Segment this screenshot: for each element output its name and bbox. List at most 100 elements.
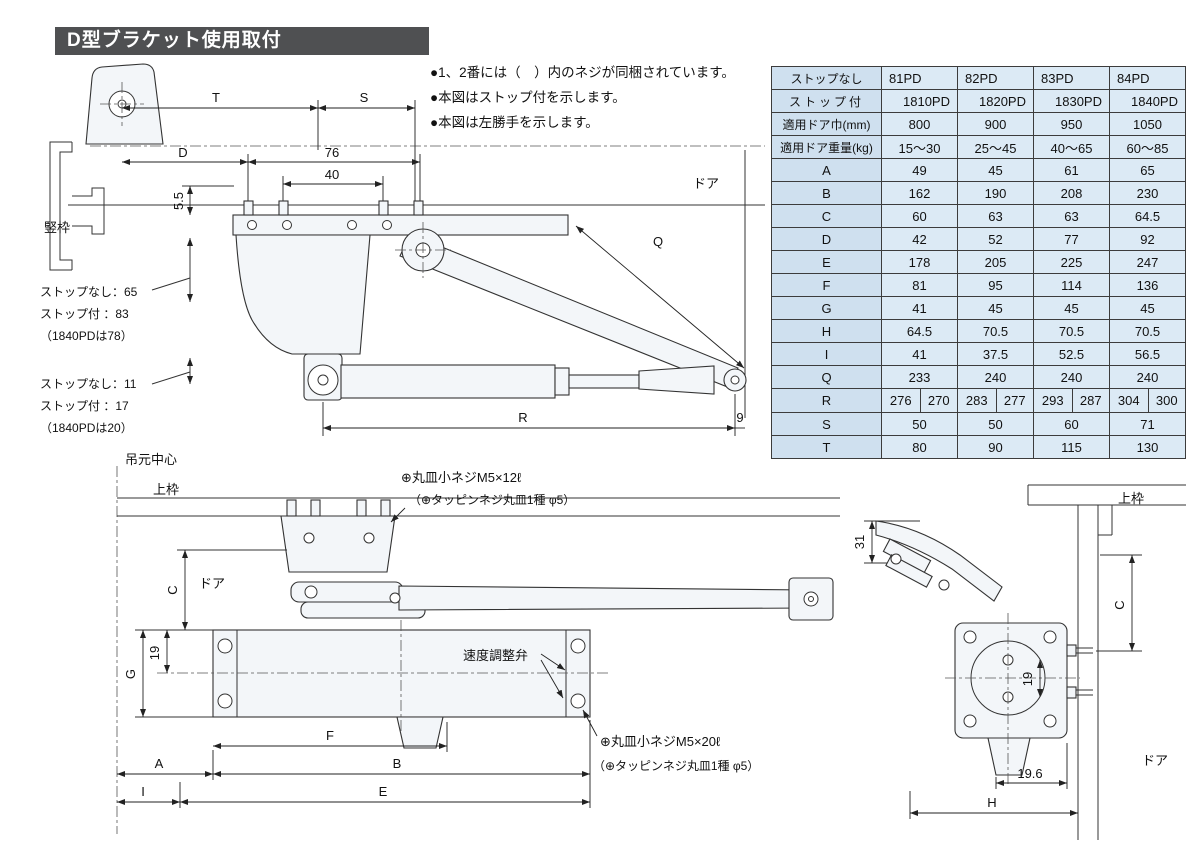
dim-label-9: 9 [736,410,743,425]
screw-note-bottom-2: （⊕タッピンネジ丸皿1種 φ5） [593,759,759,773]
dim-5-5: 5.5 [171,185,234,215]
info-cell: 1050 [1109,112,1186,136]
row-label: G [771,296,882,320]
dim-label-S: S [360,90,369,105]
top-frame-label: 上枠 [153,482,179,497]
dim-cell: 240 [1033,365,1110,389]
row-label: D [771,227,882,251]
stop-annotations-lower: ストップなし：11 ストップ付 ：17 （1840PDは20） [40,358,193,435]
dim-cell: 162 [881,181,958,205]
dim-T-S: T S [122,90,416,208]
dim-label-19: 19 [147,646,162,660]
dim-cell: 230 [1109,181,1186,205]
dim-cell: 52 [957,227,1034,251]
dim-label-5-5: 5.5 [171,192,186,210]
row-label: I [771,342,882,366]
dim-cell: 70.5 [1109,319,1186,343]
section-view-diagram: 上枠 ドア 31 [852,484,1186,840]
screw-note-top-2: （⊕タッピンネジ丸皿1種 φ5） [409,493,575,507]
notes: ●1、2番には（ ）内のネジが同梱されています。 ●本図はストップ付を示します。… [430,60,735,135]
dim-subcell: 277 [995,389,1033,412]
valve-arrow-1 [540,653,566,671]
dim-cell: 60 [1033,412,1110,436]
info-cell: 25〜45 [957,135,1034,159]
screw-note-bottom: ⊕丸皿小ネジM5×20ℓ [600,734,721,749]
dim-cell: 225 [1033,250,1110,274]
row-label: 適用ドア重量(kg) [771,135,882,159]
note-line: ●1、2番には（ ）内のネジが同梱されています。 [430,65,735,80]
dim-C-right: C [1096,554,1142,652]
closer-body-plan [157,620,610,749]
stop-note: ストップなし：11 [40,377,137,391]
dim-label-B: B [393,756,402,771]
dim-subcell: 304 [1117,393,1140,408]
door-label: ドア [1142,753,1168,768]
dim-cell: 37.5 [957,342,1034,366]
valve-arrow-2 [540,659,564,699]
dim-cell: 90 [957,435,1034,459]
row-label: F [771,273,882,297]
dim-cell: 71 [1109,412,1186,436]
dim-cell: 208 [1033,181,1110,205]
dim-cell: 81 [881,273,958,297]
bracket-plan [280,499,396,573]
screw-leader-bottom [582,709,598,737]
dim-cell: 77 [1033,227,1110,251]
dim-label-F: F [326,728,334,743]
row-label: ストップなし [771,66,882,90]
top-frame-section [1027,484,1186,840]
model-cell: 1830PD [1033,89,1110,113]
model-cell: 83PD [1033,66,1110,90]
dim-label-T: T [212,90,220,105]
dim-cell: 190 [957,181,1034,205]
dim-cell: 49 [881,158,958,182]
spring-tube-assembly [340,364,747,399]
dim-label-R: R [518,410,527,425]
dim-cell: 41 [881,296,958,320]
door-label: ドア [693,176,719,191]
info-cell: 40〜65 [1033,135,1110,159]
dim-cell: 50 [881,412,958,436]
dims-bottom: F A B I E [117,720,591,808]
dim-cell: 240 [1109,365,1186,389]
dim-19-6: 19.6 [995,743,1068,789]
dim-cell: 45 [1033,296,1110,320]
dim-label-A: A [155,756,164,771]
dim-cell: 304 300 [1109,388,1186,413]
dim-cell: 95 [957,273,1034,297]
info-cell: 60〜85 [1109,135,1186,159]
dim-cell: 63 [957,204,1034,228]
dim-label-40: 40 [325,167,339,182]
model-cell: 82PD [957,66,1034,90]
note-line: ●本図はストップ付を示します。 [430,90,626,105]
dim-cell: 205 [957,250,1034,274]
top-frame-label: 上枠 [1118,491,1144,506]
dim-cell: 41 [881,342,958,366]
arm-section [875,520,1003,602]
row-label: T [771,435,882,459]
dim-subcell: 300 [1147,389,1185,412]
dim-cell: 247 [1109,250,1186,274]
frame-label: 竪枠 [44,220,70,235]
dim-cell: 45 [1109,296,1186,320]
dim-cell: 45 [957,158,1034,182]
dim-label-Q: Q [653,234,663,249]
dim-cell: 233 [881,365,958,389]
top-bracket [85,63,164,145]
